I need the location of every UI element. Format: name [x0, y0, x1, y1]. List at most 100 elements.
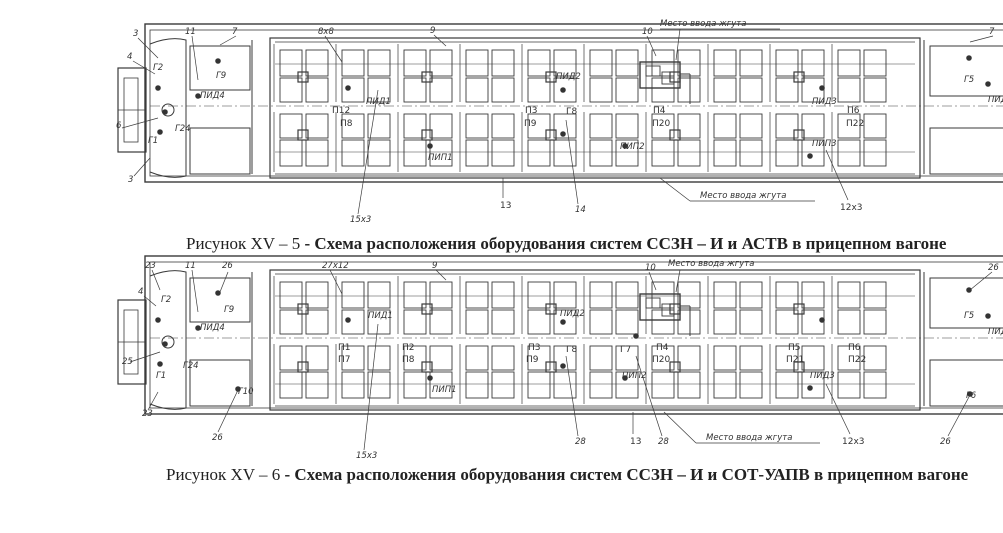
callout-28: 28	[575, 437, 586, 447]
device-marker	[155, 317, 161, 323]
seat-upper	[491, 49, 515, 77]
label-p22: П22	[846, 119, 864, 129]
seat-upper	[739, 281, 763, 309]
sensor-box	[545, 71, 557, 83]
device-marker	[157, 129, 163, 135]
seat-lower	[341, 113, 365, 139]
seat-lower	[279, 371, 303, 399]
leader-line	[143, 295, 157, 307]
seat-lower	[305, 371, 329, 399]
control-unit-module	[645, 65, 661, 77]
leader-line	[132, 60, 156, 75]
seat-lower	[775, 139, 799, 167]
passenger-compartment	[269, 269, 921, 411]
sensor-box	[297, 361, 309, 373]
seat-upper	[279, 309, 303, 335]
caption-prefix: Рисунок XV – 6	[166, 465, 281, 484]
seat-upper	[429, 281, 453, 309]
seat-lower	[615, 139, 639, 167]
device-marker	[622, 375, 628, 381]
leader-line	[565, 119, 579, 205]
seat-lower	[677, 345, 701, 371]
seat-upper	[713, 281, 737, 309]
seat-lower	[429, 139, 453, 167]
seat-upper	[589, 77, 613, 103]
seat-upper	[341, 309, 365, 335]
seat-upper	[367, 281, 391, 309]
device-marker	[807, 153, 813, 159]
seat-upper	[589, 309, 613, 335]
vestibule-end	[149, 38, 187, 178]
leader-line	[191, 35, 199, 81]
leader-line	[663, 411, 697, 444]
callout-25: 25	[122, 357, 133, 367]
label-pip1: ПИП1	[428, 153, 453, 163]
car-body-inner	[149, 261, 1003, 409]
seat-lower	[527, 139, 551, 167]
seat-upper	[553, 309, 577, 335]
label-g5: Г5	[964, 311, 974, 321]
device-marker	[195, 93, 201, 99]
seat-lower	[341, 345, 365, 371]
seat-lower	[739, 371, 763, 399]
seat-upper	[651, 49, 675, 77]
callout-13: 13	[500, 201, 511, 211]
caption-text: - Схема расположения оборудования систем…	[300, 234, 947, 253]
seat-upper	[863, 281, 887, 309]
seat-lower	[615, 113, 639, 139]
seat-upper	[305, 281, 329, 309]
seat-lower	[279, 345, 303, 371]
car-body-inner	[149, 29, 1003, 177]
caption-text: - Схема расположения оборудования систем…	[280, 465, 969, 484]
service-room-top	[189, 45, 251, 91]
seat-lower	[367, 371, 391, 399]
seat-lower	[305, 345, 329, 371]
device-marker	[427, 143, 433, 149]
seat-lower	[465, 139, 489, 167]
seat-upper	[615, 281, 639, 309]
control-unit-module	[661, 303, 675, 317]
seat-upper	[367, 309, 391, 335]
sensor-box	[421, 361, 433, 373]
label-pid3: ПИД3	[810, 371, 835, 381]
seat-lower	[651, 371, 675, 399]
callout-14: 14	[575, 205, 586, 215]
label-p6: П6	[847, 106, 860, 116]
label-pid1: ПИД1	[366, 97, 391, 107]
harness-entry-top: Место ввода жгута	[668, 259, 754, 269]
seat-upper	[341, 49, 365, 77]
seat-upper	[367, 49, 391, 77]
sensor-box	[793, 129, 805, 141]
sensor-box	[297, 129, 309, 141]
seat-lower	[713, 371, 737, 399]
device-marker-g10	[235, 386, 241, 392]
harness-entry-bottom: Место ввода жгута	[700, 191, 786, 201]
handbrake-wheel	[161, 335, 175, 349]
label-p22: П22	[848, 355, 866, 365]
seat-upper	[429, 49, 453, 77]
seat-lower	[713, 113, 737, 139]
device-marker	[560, 363, 566, 369]
callout-9: 9	[430, 26, 435, 36]
device-marker	[807, 385, 813, 391]
callout-9: 9	[432, 261, 437, 271]
label-pip1: ПИП1	[432, 385, 457, 395]
seat-lower	[305, 113, 329, 139]
label-p20: П20	[652, 355, 670, 365]
device-marker-g7	[633, 333, 639, 339]
seat-upper	[305, 309, 329, 335]
label-pid-right: ПИД	[988, 95, 1003, 105]
seat-lower	[615, 345, 639, 371]
device-marker	[560, 319, 566, 325]
device-marker	[345, 317, 351, 323]
callout-12x3: 12x3	[840, 203, 863, 213]
figure-caption-xv5: Рисунок XV – 5 - Схема расположения обор…	[0, 234, 1003, 254]
device-marker	[162, 341, 168, 347]
seat-upper	[403, 309, 427, 335]
seat-lower	[863, 113, 887, 139]
sensor-box	[421, 129, 433, 141]
device-marker	[985, 313, 991, 319]
seat-upper	[677, 281, 701, 309]
label-g24: Г24	[183, 361, 199, 371]
leader-line	[646, 35, 657, 57]
